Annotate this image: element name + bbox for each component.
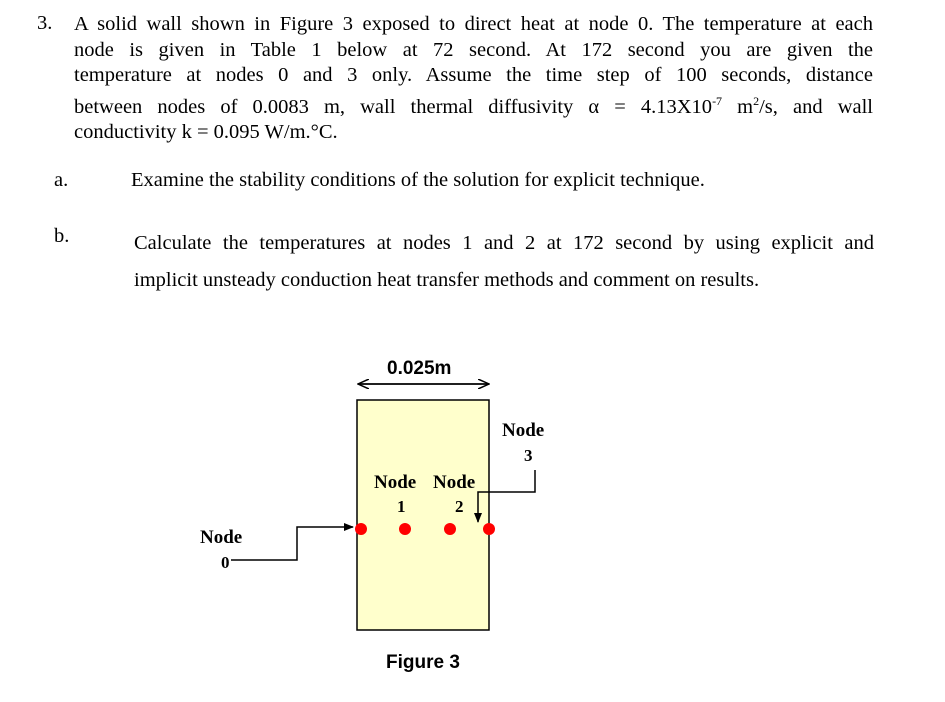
question-line-5: conductivity k = 0.095 W/m.°C. bbox=[74, 120, 338, 143]
width-label: 0.025m bbox=[387, 358, 451, 379]
alpha-unit-sup: 2 bbox=[753, 93, 760, 108]
node-0-leader bbox=[231, 523, 354, 561]
node-1-number: 1 bbox=[397, 497, 406, 516]
node-2-dot bbox=[444, 523, 456, 535]
node-3-leader bbox=[474, 470, 536, 523]
part-b-line-1: Calculate the temperatures at nodes 1 an… bbox=[134, 232, 874, 254]
question-text: A solid wall shown in Figure 3 exposed t… bbox=[74, 12, 873, 145]
node-3-dot bbox=[483, 523, 495, 535]
node-0-dot bbox=[355, 523, 367, 535]
question-line-4: between nodes of 0.0083 m, wall thermal … bbox=[74, 89, 873, 120]
node-2-number: 2 bbox=[455, 497, 464, 516]
alpha-unit-post: /s, and wall bbox=[759, 95, 873, 118]
part-a-label: a. bbox=[54, 169, 69, 191]
part-b-label: b. bbox=[54, 225, 70, 247]
part-b-line-2: implicit unsteady conduction heat transf… bbox=[134, 269, 760, 291]
question-line-3: temperature at nodes 0 and 3 only. Assum… bbox=[74, 64, 873, 86]
figure-caption: Figure 3 bbox=[386, 652, 460, 673]
wall-rectangle bbox=[356, 399, 490, 631]
node-0-word: Node bbox=[200, 527, 242, 548]
node-3-number: 3 bbox=[524, 446, 533, 465]
question-line-2: node is given in Table 1 below at 72 sec… bbox=[74, 38, 873, 61]
alpha-unit-pre: m bbox=[722, 95, 754, 118]
node-1-word: Node bbox=[374, 472, 416, 493]
part-b-text: Calculate the temperatures at nodes 1 an… bbox=[134, 225, 874, 299]
question-line-4-main: between nodes of 0.0083 m, wall thermal … bbox=[74, 95, 713, 118]
node-3-word: Node bbox=[502, 420, 544, 441]
question-line-1: A solid wall shown in Figure 3 exposed t… bbox=[74, 13, 873, 35]
node-0-number: 0 bbox=[221, 553, 230, 572]
node-1-dot bbox=[399, 523, 411, 535]
node-2-word: Node bbox=[433, 472, 475, 493]
alpha-exponent: -7 bbox=[712, 93, 723, 108]
part-a-text: Examine the stability conditions of the … bbox=[131, 169, 705, 191]
question-number: 3. bbox=[37, 12, 53, 34]
